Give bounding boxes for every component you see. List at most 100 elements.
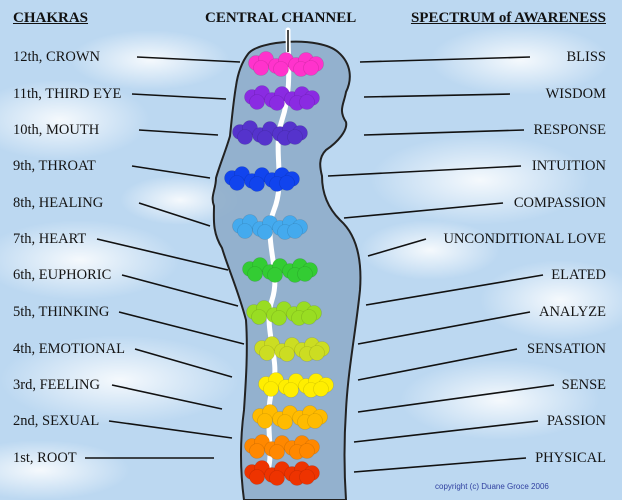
chakra-orb [251,309,267,325]
chakra-orb-cluster [254,336,330,362]
chakra-orb [299,469,315,485]
chakra-label: 7th, HEART [13,231,87,247]
right-pointer-line [327,165,522,177]
right-pointer-line [353,457,527,473]
chakra-orb [249,443,265,459]
awareness-label: PHYSICAL [535,450,606,466]
chakra-orb [299,94,315,110]
chakra-orb [257,130,273,146]
chakra-orb [249,469,265,485]
chakra-orb [247,266,263,282]
chakra-label: 12th, CROWN [13,49,100,65]
left-pointer-line [108,420,233,439]
chakra-orb [237,129,253,145]
chakras-heading: CHAKRAS [13,10,89,26]
chakra-orb-cluster [246,300,322,326]
left-pointer-line [121,274,239,307]
chakra-orb [271,310,287,326]
right-pointer-line [357,311,531,345]
chakra-orb [267,267,283,283]
left-pointer-line [138,129,219,136]
chakra-label: 10th, MOUTH [13,122,100,138]
left-pointer-line [134,348,233,378]
awareness-label: SENSE [561,377,606,393]
cloud [400,360,600,440]
awareness-label: UNCONDITIONAL LOVE [443,231,606,247]
chakra-label: 1st, ROOT [13,450,77,466]
awareness-label: RESPONSE [533,122,606,138]
chakra-orb [229,175,245,191]
awareness-label: ANALYZE [538,304,606,320]
chakra-orb [309,345,325,361]
awareness-label: PASSION [546,413,606,429]
chakra-orb [259,345,275,361]
chakra-label: 11th, THIRD EYE [13,86,122,102]
cloud [0,440,130,500]
awareness-label: COMPASSION [513,195,606,211]
chakra-orb-cluster [232,120,308,146]
left-pointer-line [138,202,211,227]
chakra-orb-cluster [224,166,300,192]
chakra-label: 2nd, SEXUAL [13,413,100,429]
copyright-notice: copyright (c) Duane Groce 2006 [435,482,549,491]
chakra-orb [313,381,329,397]
cloud [120,175,240,225]
chakra-orb [287,223,303,239]
right-pointer-line [357,348,518,381]
chakra-orb-cluster [252,404,328,430]
awareness-label: INTUITION [531,158,606,174]
chakra-label: 8th, HEALING [13,195,104,211]
right-pointer-line [365,274,544,306]
right-pointer-line [343,202,504,219]
right-pointer-line [353,420,539,443]
right-pointer-line [363,129,525,136]
chakra-label: 9th, THROAT [13,158,96,174]
chakra-orb [277,414,293,430]
chakra-orb [307,413,323,429]
chakra-label: 6th, EUPHORIC [13,267,112,283]
right-pointer-line [367,238,427,257]
cloud [70,30,230,90]
cloud [0,220,180,300]
awareness-label: BLISS [566,49,607,65]
left-pointer-line [136,56,241,63]
chakra-orb-cluster [244,85,320,111]
right-pointer-line [363,93,511,98]
chakra-orb-cluster [244,460,320,486]
chakra-orb [303,60,319,76]
cloud [430,25,610,95]
chakra-orb [279,346,295,362]
left-pointer-line [111,384,223,410]
chakra-orb [269,470,285,486]
chakra-orb [237,223,253,239]
left-pointer-line [118,311,245,345]
awareness-label: ELATED [551,267,606,283]
chakra-orb [263,381,279,397]
chakra-orb [279,175,295,191]
left-pointer-line [96,238,229,271]
awareness-label: WISDOM [545,86,606,102]
chakra-orb-cluster [258,372,334,398]
chakra-orb [269,444,285,460]
chakra-orb-cluster [242,257,318,283]
left-pointer-line [131,165,211,179]
right-pointer-line [359,56,531,63]
chakra-orb [257,224,273,240]
central-channel-heading: CENTRAL CHANNEL [205,10,357,26]
right-pointer-line [357,384,555,413]
chakra-orb [249,94,265,110]
spectrum-heading: SPECTRUM of AWARENESS [410,10,606,26]
chakra-orb [297,266,313,282]
chakra-orb [287,129,303,145]
awareness-label: SENSATION [527,341,606,357]
chakra-orb [283,382,299,398]
cloud [370,135,590,225]
chakra-orb-cluster [232,214,308,240]
cloud-layer [0,25,622,500]
chakra-orb-cluster [244,434,320,460]
chakra-orb [253,60,269,76]
chakra-label: 3rd, FEELING [13,377,100,393]
chakra-label: 5th, THINKING [13,304,110,320]
